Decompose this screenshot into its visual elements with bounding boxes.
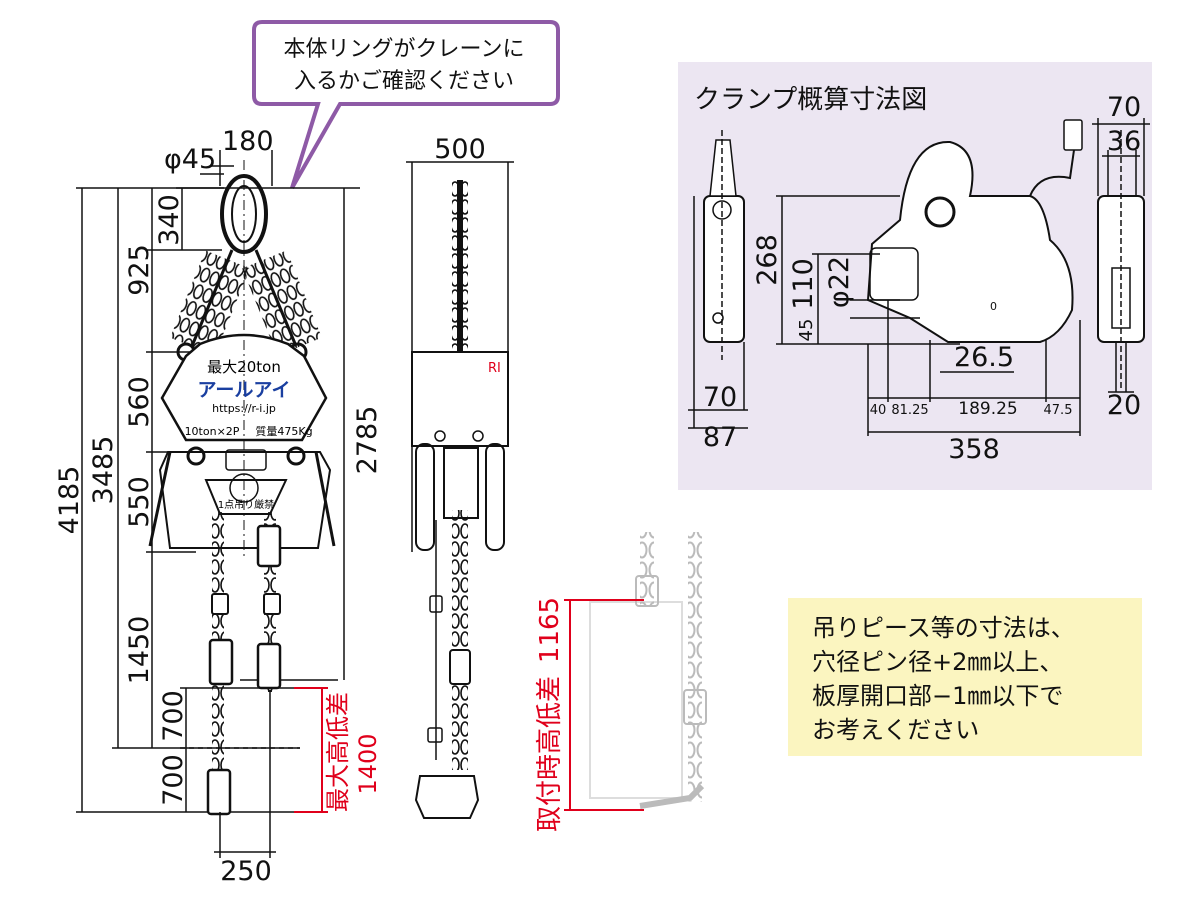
body-brand: アールアイ [198, 379, 291, 401]
clamp-dim-70-bottom: 70 [703, 382, 737, 413]
hoist-side-view [406, 161, 514, 819]
max-height-diff-label: 最大高低差 [324, 692, 352, 812]
side-logo: RI [488, 361, 501, 376]
dim-700-lower: 700 [158, 754, 189, 806]
dim-500: 500 [434, 134, 486, 165]
dim-2785: 2785 [352, 406, 383, 475]
clamp-dim-45: 45 [796, 319, 817, 342]
install-diagram [564, 532, 707, 811]
note-line1: 吊りピース等の寸法は、 [812, 614, 1075, 642]
callout-line2: 入るかご確認ください [294, 69, 514, 94]
note-box [788, 598, 1142, 756]
clamp-dim-81-25: 81.25 [891, 403, 928, 418]
note-line4: お考えください [812, 716, 979, 744]
clamp-dim-47-5: 47.5 [1044, 403, 1073, 418]
body-spec-left: 10ton×2P [185, 425, 240, 438]
clamp-dim-36: 36 [1107, 126, 1141, 157]
clamp-dim-110: 110 [788, 258, 819, 310]
dim-1450: 1450 [124, 616, 155, 685]
note-line3: 板厚開口部−1㎜以下で [812, 682, 1063, 710]
install-value: 1165 [535, 597, 565, 663]
callout-bubble: 本体リングがクレーンに 入るかご確認ください [252, 20, 560, 189]
dim-250: 250 [220, 856, 272, 887]
clamp-title: クランプ概算寸法図 [694, 85, 927, 115]
note-line2: 穴径ピン径+2㎜以上、 [812, 648, 1063, 676]
dim-340: 340 [154, 194, 185, 246]
clamp-dim-20: 20 [1107, 390, 1141, 421]
dim-550: 550 [124, 476, 155, 528]
body-max-load: 最大20ton [207, 358, 281, 376]
clamp-dim-189-25: 189.25 [958, 399, 1017, 419]
clamp-side-view [776, 119, 1083, 436]
body-url: https://r-i.jp [212, 402, 276, 415]
clamp-dim-87: 87 [703, 422, 737, 453]
clamp-dim-268: 268 [752, 234, 783, 286]
clamp-dim-phi22: φ22 [824, 256, 855, 308]
callout-line1: 本体リングがクレーンに [284, 37, 525, 62]
dim-700-upper: 700 [158, 690, 189, 742]
dim-560: 560 [124, 376, 155, 428]
dim-3485: 3485 [88, 436, 119, 505]
clamp-dim-358: 358 [948, 434, 1000, 465]
body-spec-right: 質量475Kg [255, 424, 312, 438]
dim-4185: 4185 [54, 466, 85, 535]
clamp-front-view [688, 130, 748, 429]
dim-925: 925 [124, 244, 155, 296]
max-height-diff-marker [294, 687, 328, 813]
dim-phi45: φ45 [164, 144, 216, 175]
clamp-inner-label: 0 [990, 300, 997, 313]
body-warning: 1点吊り厳禁 [218, 498, 274, 511]
clamp-dim-70-top: 70 [1107, 92, 1141, 123]
clamp-dim-26-5: 26.5 [954, 342, 1014, 373]
clamp-dim-40: 40 [870, 403, 887, 418]
install-label: 取付時高低差 [535, 676, 565, 832]
clamp-end-view [1092, 118, 1150, 393]
max-height-diff-value: 1400 [354, 733, 382, 794]
hoist-front-view [76, 150, 360, 858]
dim-180: 180 [222, 126, 274, 157]
